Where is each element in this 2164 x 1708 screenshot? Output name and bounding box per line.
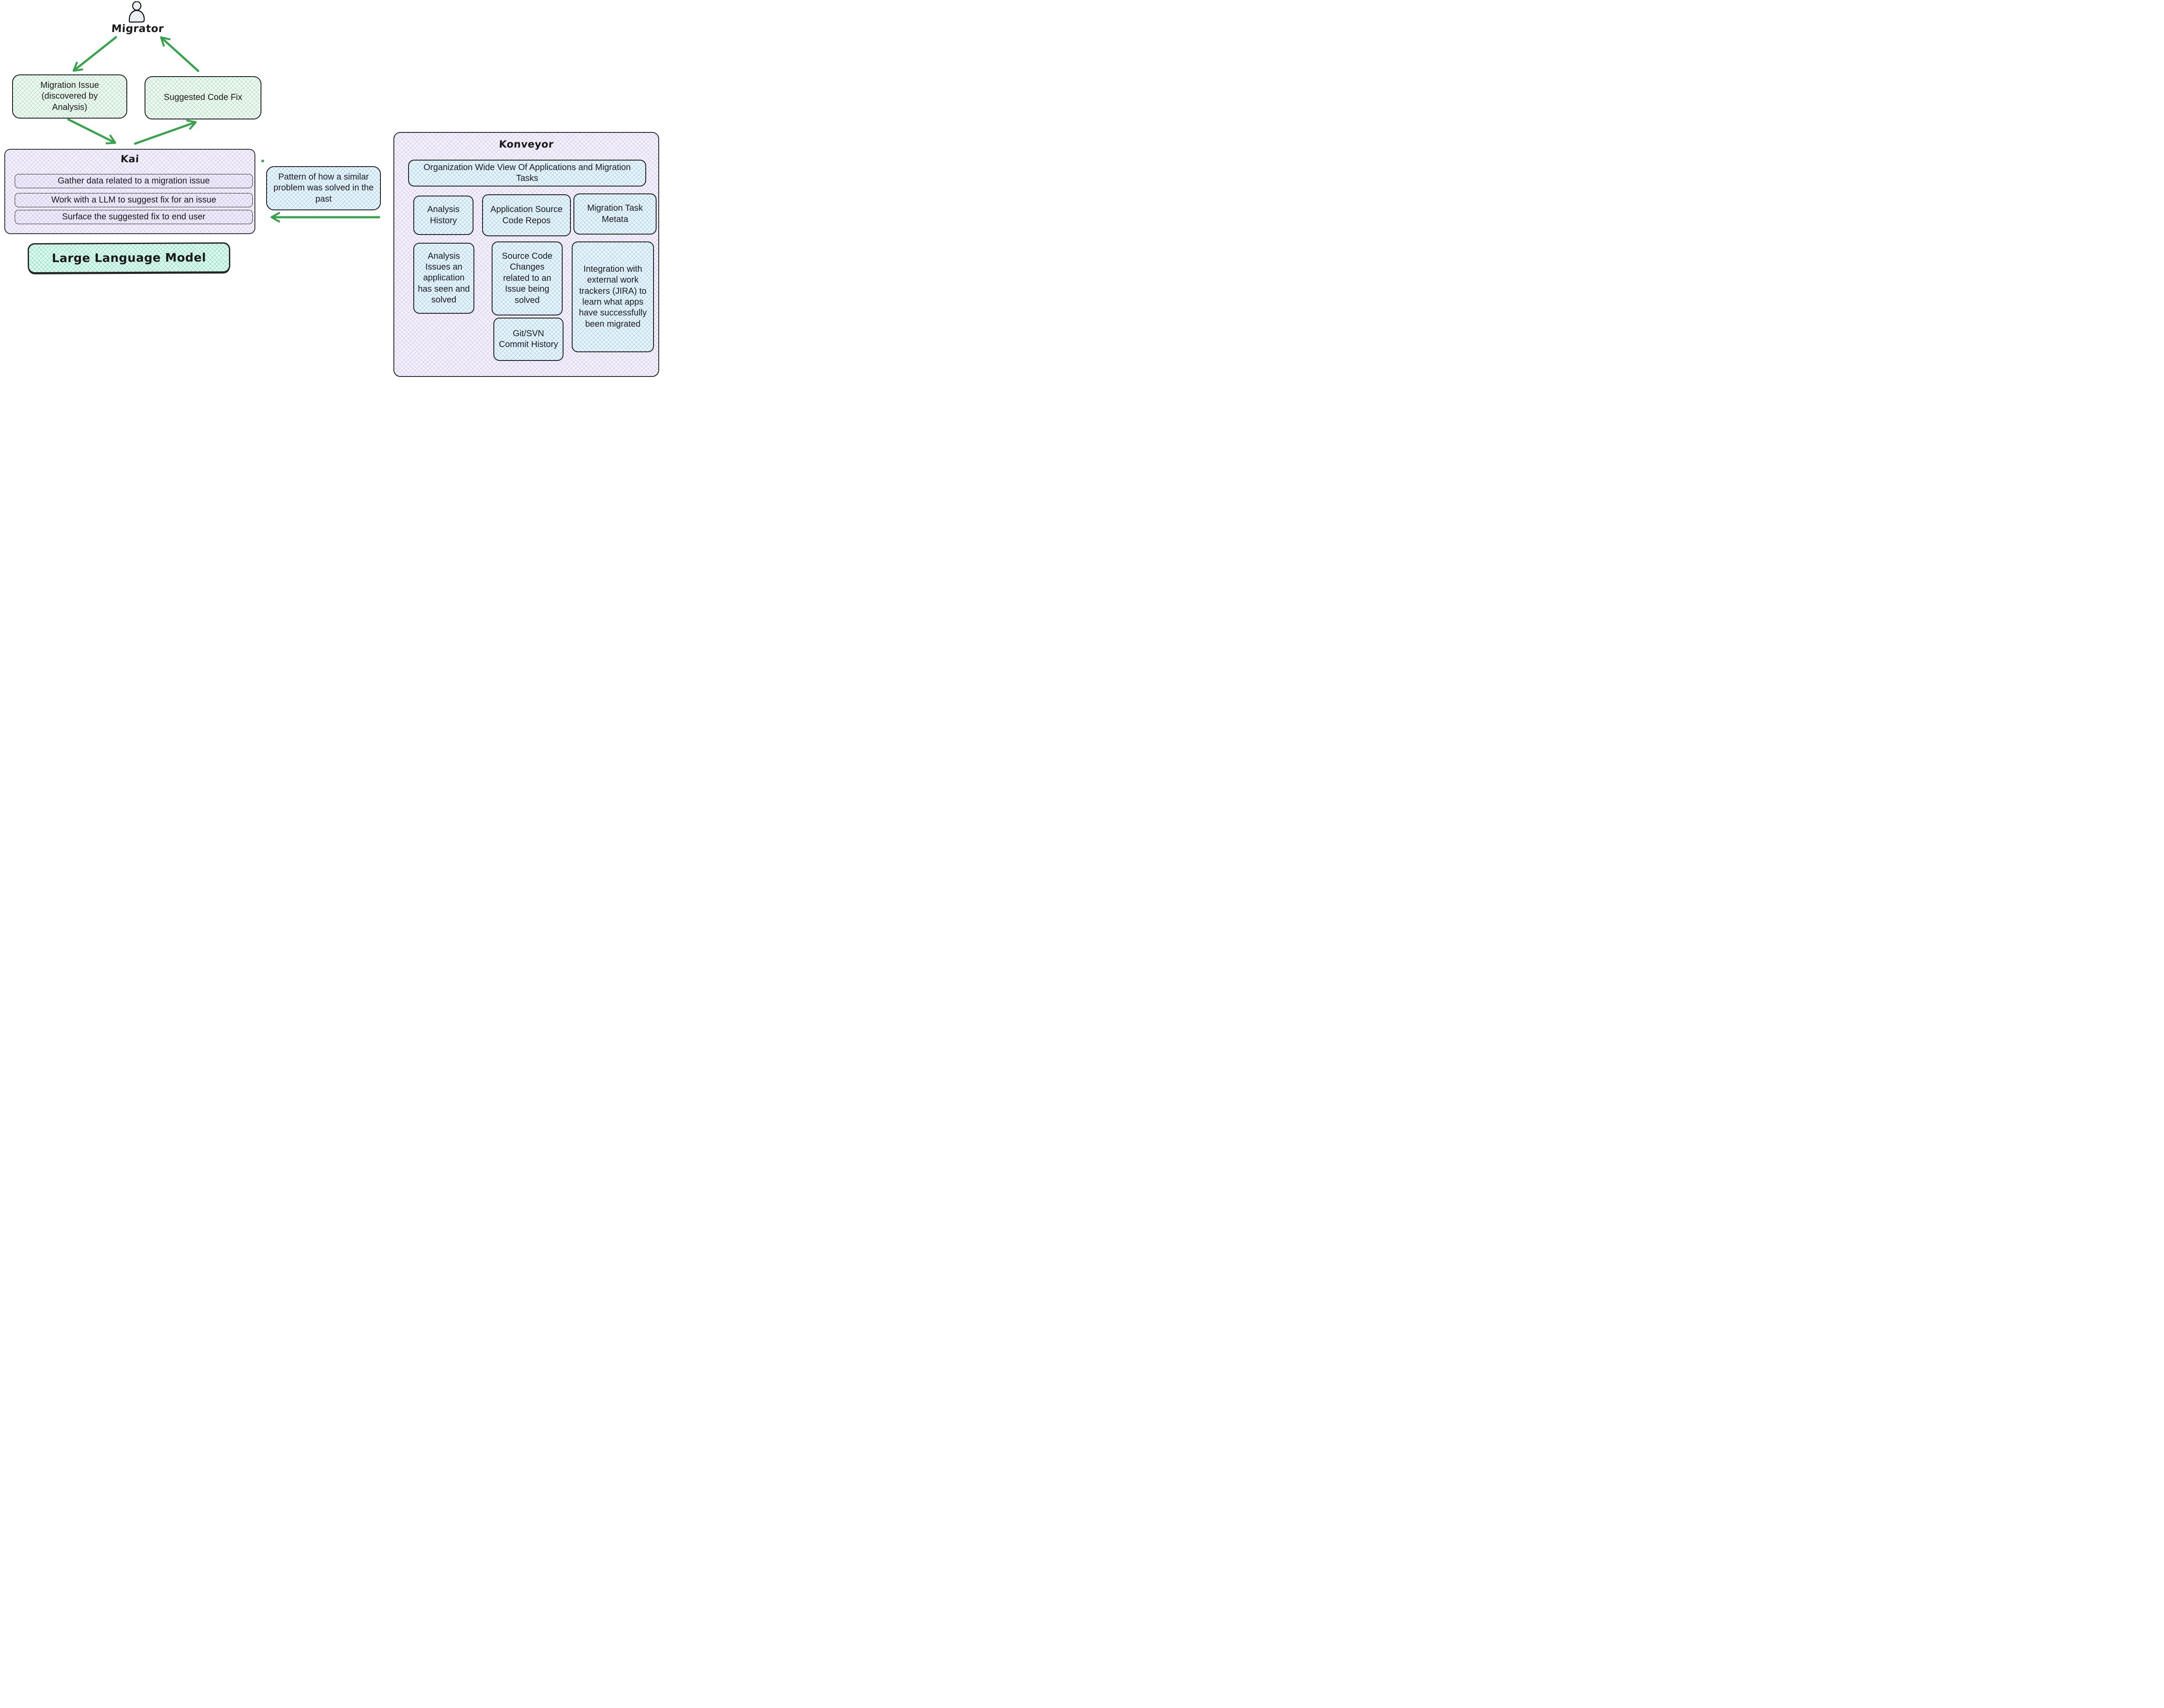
stray-endpoint-dot: [261, 159, 264, 163]
konveyor-card-label: Analysis History: [427, 205, 460, 225]
migrator-label: Migrator: [111, 23, 164, 35]
kai-step-label: Surface the suggested fix to end user: [62, 212, 206, 222]
konveyor-card-app-source-code-repos: Application Source Code Repos: [482, 194, 571, 236]
arrow-migrator-to-migration-issue: [72, 36, 117, 72]
konveyor-card-analysis-history: Analysis History: [413, 196, 473, 235]
konveyor-card-label: Source Code Changes related to an Issue …: [502, 251, 553, 305]
konveyor-card-integration-work-trackers: Integration with external work trackers …: [572, 241, 654, 352]
konveyor-card-source-code-changes: Source Code Changes related to an Issue …: [492, 241, 563, 315]
kai-step-surface: Surface the suggested fix to end user: [15, 210, 253, 224]
kai-step-gather: Gather data related to a migration issue: [15, 174, 253, 188]
konveyor-card-org-wide-view: Organization Wide View Of Applications a…: [408, 160, 646, 187]
llm-node: Large Language Model: [27, 242, 231, 274]
konveyor-title: Konveyor: [499, 139, 554, 150]
suggested-code-fix-node: Suggested Code Fix: [145, 76, 261, 119]
konveyor-card-label: Application Source Code Repos: [490, 205, 563, 225]
kai-step-label: Gather data related to a migration issue: [58, 176, 210, 186]
arrow-kai-to-suggested-fix: [134, 119, 197, 145]
konveyor-card-analysis-issues: Analysis Issues an application has seen …: [413, 243, 474, 314]
konveyor-container: Konveyor Organization Wide View Of Appli…: [393, 132, 659, 377]
diagram-canvas: Migrator Migration Issue (discovered by …: [0, 0, 665, 380]
konveyor-card-migration-task-metata: Migration Task Metata: [573, 193, 657, 235]
konveyor-card-label: Git/SVN Commit History: [499, 328, 558, 349]
migration-issue-label: Migration Issue (discovered by Analysis): [40, 80, 99, 112]
kai-step-label: Work with a LLM to suggest fix for an is…: [51, 195, 216, 205]
llm-label: Large Language Model: [52, 251, 206, 265]
konveyor-card-label: Organization Wide View Of Applications a…: [423, 162, 631, 183]
konveyor-card-git-svn-commit-history: Git/SVN Commit History: [493, 318, 564, 361]
kai-title: Kai: [120, 154, 140, 165]
arrow-suggested-fix-to-migrator: [160, 36, 200, 72]
pattern-label: Pattern of how a similar problem was sol…: [273, 172, 374, 204]
pattern-node: Pattern of how a similar problem was sol…: [266, 166, 381, 210]
konveyor-card-label: Analysis Issues an application has seen …: [418, 251, 470, 305]
migrator-person-icon: [129, 1, 145, 23]
migration-issue-node: Migration Issue (discovered by Analysis): [12, 74, 127, 119]
kai-step-llm: Work with a LLM to suggest fix for an is…: [15, 193, 253, 207]
arrow-migration-issue-to-kai: [67, 118, 116, 145]
konveyor-card-label: Integration with external work trackers …: [579, 264, 647, 329]
suggested-code-fix-label: Suggested Code Fix: [164, 93, 242, 103]
konveyor-card-label: Migration Task Metata: [587, 203, 643, 224]
kai-container: Kai Gather data related to a migration i…: [4, 149, 255, 234]
